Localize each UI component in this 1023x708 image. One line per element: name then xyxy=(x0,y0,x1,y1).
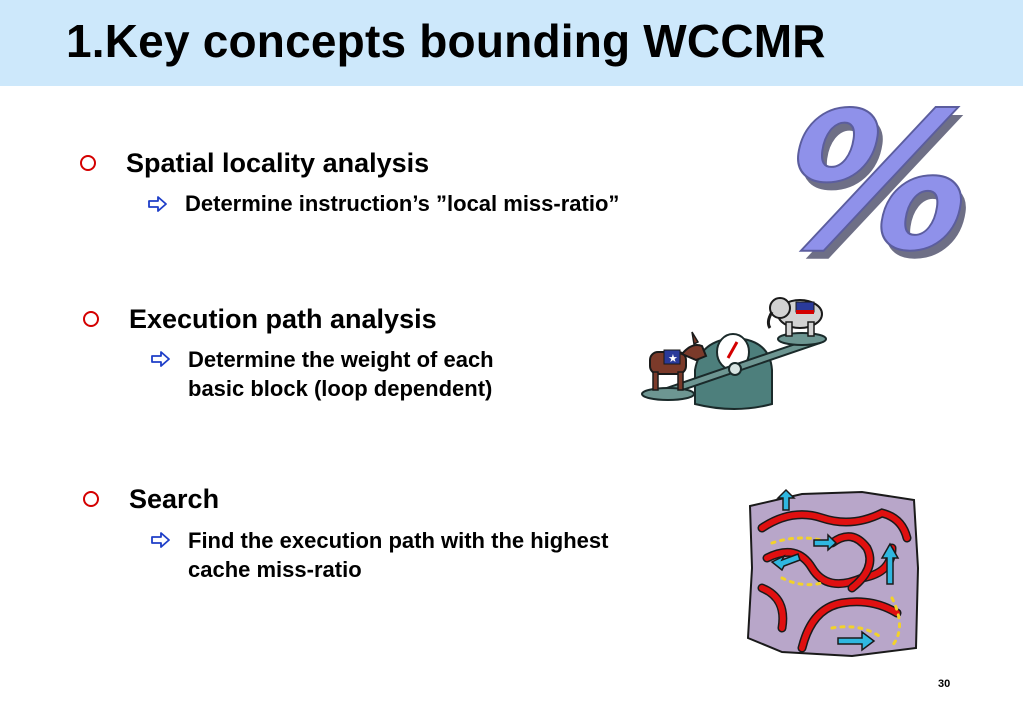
donkey-icon: ★ xyxy=(649,331,708,391)
bullet-3-icon xyxy=(83,491,99,507)
bullet-2-sub-2: basic block (loop dependent) xyxy=(188,376,493,401)
page-number: 30 xyxy=(938,678,951,690)
arrow-right-icon xyxy=(151,351,170,367)
arrow-right-icon xyxy=(148,196,167,212)
bullet-3-text: Search xyxy=(129,484,220,514)
bullet-1-icon xyxy=(80,155,96,171)
slide-title: 1.Key concepts bounding WCCMR xyxy=(66,15,826,67)
bullet-1-sub-1: Determine instruction’s ”local miss-rati… xyxy=(185,191,620,216)
title-band xyxy=(0,0,1023,86)
arrow-right-icon xyxy=(151,532,170,548)
bullet-3-sub-2: cache miss-ratio xyxy=(188,557,362,582)
percent-glyph-shadow: % xyxy=(790,96,990,266)
bullet-2-sub-1: Determine the weight of each xyxy=(188,347,494,372)
bullet-1-text: Spatial locality analysis xyxy=(126,148,430,178)
elephant-icon xyxy=(766,297,823,337)
svg-text:★: ★ xyxy=(668,352,678,365)
maze-paths-icon xyxy=(746,488,920,658)
balance-scale-icon: ★ xyxy=(641,297,827,410)
bullet-2-icon xyxy=(83,311,99,327)
bullet-2-text: Execution path analysis xyxy=(129,304,437,334)
percent-icon: % % xyxy=(790,96,990,266)
percent-glyph: % xyxy=(790,96,990,266)
bullet-3-sub-1: Find the execution path with the highest xyxy=(188,528,609,553)
